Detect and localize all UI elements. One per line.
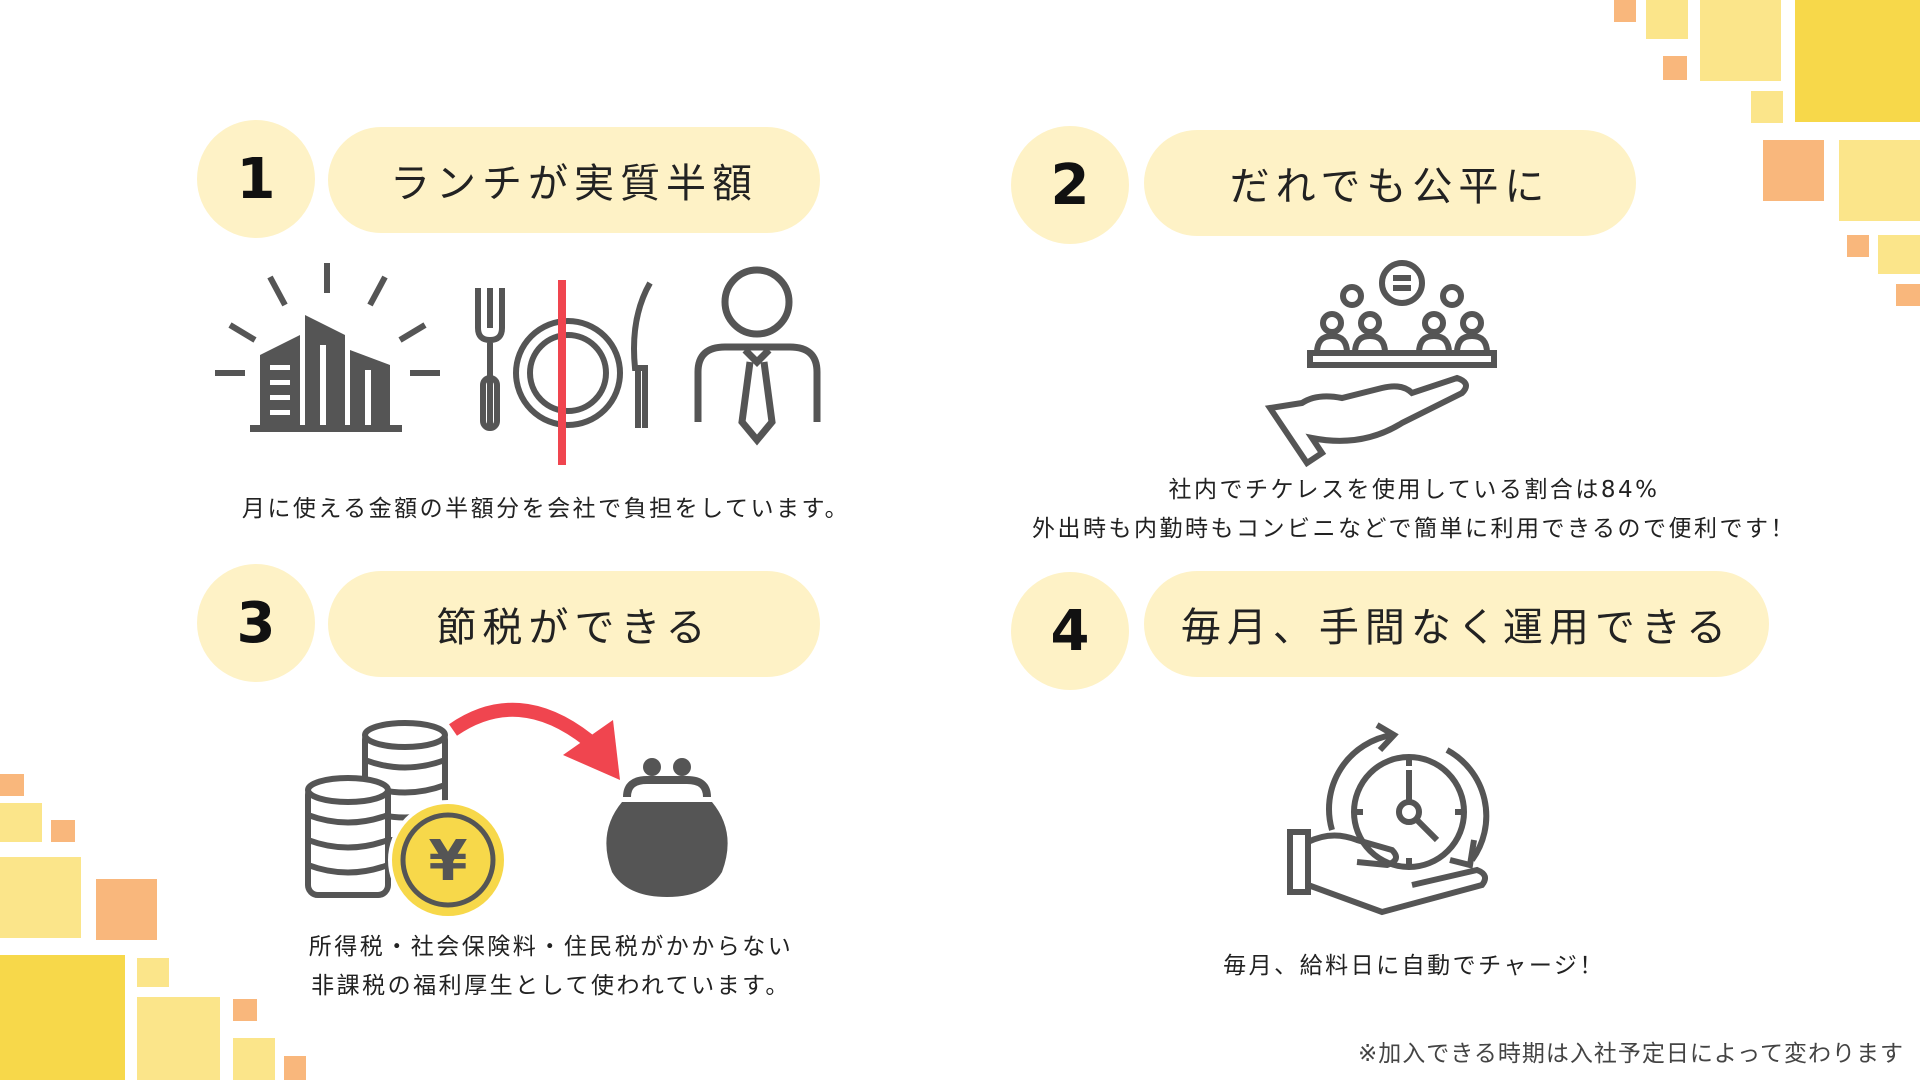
section-title: だれでも公平に [1144,130,1636,236]
section-title: 節税ができる [328,571,820,677]
section-number: 3 [197,564,315,682]
purse-icon [606,758,728,897]
section-description-line-1: 所得税・社会保険料・住民税がかからない [308,934,794,960]
section-title: 毎月、手間なく運用できる [1144,571,1769,677]
section-title: ランチが実質半額 [328,127,820,233]
hand-holding-people-equal-icon [1264,260,1497,468]
building-icon [215,263,440,432]
fork-knife-plate-icon [475,280,653,465]
arrow-icon [449,702,620,780]
section-description: 毎月、給料日に自動でチャージ！ [1223,953,1605,979]
section-description-line-2: 外出時も内勤時もコンビニなどで簡単に利用できるので便利です！ [1031,516,1797,542]
footnote: ※加入できる時期は入社予定日によって変わります [1358,1041,1904,1067]
section-description-line-2: 非課税の福利厚生として使われています。 [311,973,791,999]
section-description: 月に使える金額の半額分を会社で負担をしています。 [241,496,851,522]
hand-clock-cycle-icon [1287,722,1490,916]
section-description-line-1: 社内でチケレスを使用している割合は84% [1168,477,1660,503]
coins-yen-icon: ¥ [305,720,508,920]
section-number: 2 [1011,126,1129,244]
businessman-icon [694,266,821,446]
yen-symbol: ¥ [429,829,468,894]
section-number: 1 [197,120,315,238]
section-number: 4 [1011,572,1129,690]
